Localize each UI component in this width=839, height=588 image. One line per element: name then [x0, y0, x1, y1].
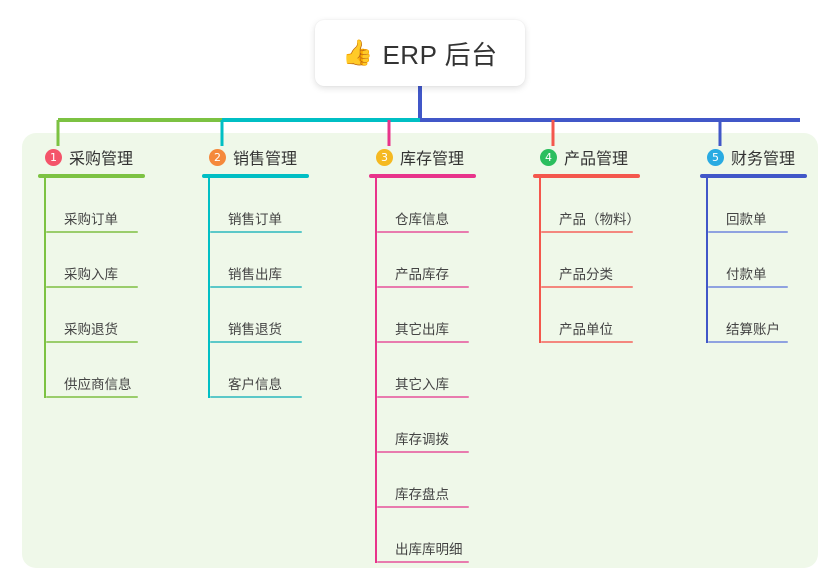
leaf-node-label: 其它出库 [395, 322, 449, 337]
leaf-node-rule [377, 286, 469, 288]
branch-header-5[interactable]: 5 财务管理 [700, 145, 807, 169]
branch-number-badge: 4 [540, 148, 557, 166]
leaf-node-rule [541, 231, 633, 233]
leaf-node-rule [210, 231, 302, 233]
leaf-node-rule [377, 231, 469, 233]
branch-header-1[interactable]: 1 采购管理 [38, 145, 145, 169]
leaf-node[interactable]: 付款单 [708, 233, 807, 288]
leaf-node-rule [377, 506, 469, 508]
leaf-node-label: 客户信息 [228, 377, 282, 392]
leaf-node[interactable]: 采购退货 [46, 288, 145, 343]
leaf-node-label: 出库库明细 [395, 542, 463, 557]
branch-column-4: 4 产品管理产品（物料） 产品分类产品单位 [533, 145, 640, 343]
branch-header-rule [700, 174, 807, 178]
leaf-node-label: 采购退货 [64, 322, 118, 337]
root-node-label: ERP 后台 [382, 39, 498, 70]
leaf-node[interactable]: 采购订单 [46, 178, 145, 233]
leaf-node-rule [210, 341, 302, 343]
leaf-node-rule [210, 286, 302, 288]
leaf-node-rule [46, 231, 138, 233]
branch-leaf-list: 采购订单采购入库采购退货供应商信息 [44, 178, 145, 398]
branch-title: 库存管理 [400, 151, 465, 168]
thumbs-up-icon: 👍 [342, 38, 374, 67]
branch-header-rule [369, 174, 476, 178]
leaf-node[interactable]: 产品库存 [377, 233, 476, 288]
branch-title: 产品管理 [564, 151, 629, 168]
branch-number-badge: 5 [707, 148, 724, 166]
leaf-node-rule [46, 341, 138, 343]
leaf-node-label: 产品（物料） [559, 212, 640, 227]
leaf-node-label: 仓库信息 [395, 212, 449, 227]
leaf-node-label: 库存盘点 [395, 487, 449, 502]
leaf-node-rule [708, 341, 788, 343]
branch-leaf-list: 回款单付款单结算账户 [706, 178, 807, 343]
leaf-node-rule [377, 561, 469, 563]
branch-header-rule [533, 174, 640, 178]
branch-column-3: 3 库存管理仓库信息产品库存其它出库其它入库库存调拨库存盘点出库库明细 [369, 145, 476, 563]
leaf-node-label: 产品库存 [395, 267, 449, 282]
root-node-card: 👍 ERP 后台 [315, 20, 525, 86]
leaf-node-rule [541, 286, 633, 288]
leaf-node-label: 结算账户 [726, 322, 780, 337]
branch-header-rule [202, 174, 309, 178]
leaf-node[interactable]: 产品单位 [541, 288, 640, 343]
leaf-node-rule [541, 341, 633, 343]
leaf-node[interactable]: 回款单 [708, 178, 807, 233]
leaf-node-label: 库存调拨 [395, 432, 449, 447]
leaf-node-rule [377, 396, 469, 398]
branch-leaf-list: 仓库信息产品库存其它出库其它入库库存调拨库存盘点出库库明细 [375, 178, 476, 563]
leaf-node-label: 销售订单 [228, 212, 282, 227]
leaf-node-label: 产品单位 [559, 322, 613, 337]
leaf-node-label: 回款单 [726, 212, 767, 227]
branch-number-badge: 1 [45, 148, 62, 166]
branch-title: 销售管理 [233, 151, 298, 168]
leaf-node[interactable]: 库存盘点 [377, 453, 476, 508]
branch-column-2: 2 销售管理销售订单销售出库销售退货客户信息 [202, 145, 309, 398]
branch-header-4[interactable]: 4 产品管理 [533, 145, 640, 169]
leaf-node[interactable]: 销售出库 [210, 233, 309, 288]
branch-leaf-list: 产品（物料） 产品分类产品单位 [539, 178, 640, 343]
leaf-node-label: 付款单 [726, 267, 767, 282]
leaf-node-label: 其它入库 [395, 377, 449, 392]
leaf-node-label: 采购订单 [64, 212, 118, 227]
leaf-node-label: 销售出库 [228, 267, 282, 282]
leaf-node-rule [46, 286, 138, 288]
leaf-node[interactable]: 供应商信息 [46, 343, 145, 398]
leaf-node[interactable]: 产品（物料） [541, 178, 640, 233]
leaf-node-label: 供应商信息 [64, 377, 132, 392]
branch-header-2[interactable]: 2 销售管理 [202, 145, 309, 169]
leaf-node[interactable]: 出库库明细 [377, 508, 476, 563]
branch-leaf-list: 销售订单销售出库销售退货客户信息 [208, 178, 309, 398]
leaf-node-label: 采购入库 [64, 267, 118, 282]
leaf-node-rule [377, 341, 469, 343]
leaf-node-rule [708, 231, 788, 233]
leaf-node-label: 产品分类 [559, 267, 613, 282]
branch-header-rule [38, 174, 145, 178]
diagram-background-panel [22, 133, 818, 568]
branch-title: 财务管理 [731, 151, 796, 168]
branch-number-badge: 2 [209, 148, 226, 166]
leaf-node[interactable]: 仓库信息 [377, 178, 476, 233]
leaf-node[interactable]: 销售订单 [210, 178, 309, 233]
leaf-node[interactable]: 产品分类 [541, 233, 640, 288]
leaf-node[interactable]: 其它入库 [377, 343, 476, 398]
branch-header-3[interactable]: 3 库存管理 [369, 145, 476, 169]
leaf-node-label: 销售退货 [228, 322, 282, 337]
branch-column-1: 1 采购管理采购订单采购入库采购退货供应商信息 [38, 145, 145, 398]
leaf-node-rule [708, 286, 788, 288]
leaf-node-rule [377, 451, 469, 453]
leaf-node-rule [46, 396, 138, 398]
leaf-node[interactable]: 销售退货 [210, 288, 309, 343]
leaf-node[interactable]: 采购入库 [46, 233, 145, 288]
branch-column-5: 5 财务管理回款单付款单结算账户 [700, 145, 807, 343]
branch-title: 采购管理 [69, 151, 134, 168]
leaf-node[interactable]: 其它出库 [377, 288, 476, 343]
leaf-node-rule [210, 396, 302, 398]
leaf-node[interactable]: 库存调拨 [377, 398, 476, 453]
branch-number-badge: 3 [376, 148, 393, 166]
leaf-node[interactable]: 客户信息 [210, 343, 309, 398]
leaf-node[interactable]: 结算账户 [708, 288, 807, 343]
